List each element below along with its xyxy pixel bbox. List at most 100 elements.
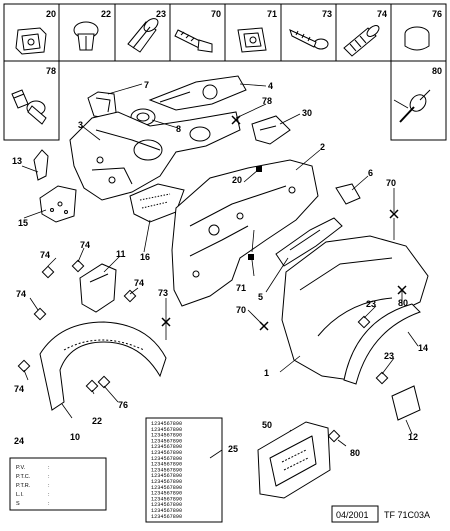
part-5-stiffener: [275, 217, 343, 267]
part-30-support: [251, 115, 291, 145]
callout-78: 78: [262, 96, 272, 106]
fastener-row: 20 22 23 70 71 73 74 76: [3, 3, 447, 62]
paint-label-key-li: L.I.: [16, 492, 24, 498]
part-16-seal-pad: [129, 183, 185, 223]
number-plate-row: 1234567890: [151, 467, 182, 473]
number-plate-row: 1234567890: [151, 462, 182, 468]
fastener-74-label: 74: [377, 9, 387, 19]
fastener-73-label: 73: [322, 9, 332, 19]
number-plate-row: 1234567890: [151, 444, 182, 450]
clip-icon: [15, 27, 47, 55]
fastener-23-label: 23: [156, 9, 166, 19]
callout-4: 4: [268, 81, 273, 91]
leader-lines: [21, 83, 419, 459]
push-rivet-icon: [73, 21, 99, 51]
callout-30: 30: [302, 108, 312, 118]
paint-label-rows: P.V. : P.T.C. : P.T.R. : L.I. : S :: [16, 465, 50, 507]
fastener-20-label: 20: [46, 9, 56, 19]
callout-80-main: 80: [398, 298, 408, 308]
number-plate-row: 1234567890: [151, 485, 182, 491]
callout-73: 73: [158, 288, 168, 298]
paint-label-key-s: S: [16, 501, 20, 507]
number-plate-row: 1234567890: [151, 450, 182, 456]
paint-label-val-ptc: :: [48, 474, 50, 480]
ribbed-plug-icon: [343, 25, 380, 57]
part-12-sill-trim: [391, 385, 421, 421]
callout-1: 1: [264, 368, 269, 378]
callout-11: 11: [116, 249, 126, 259]
number-plate-row: 1234567890: [151, 491, 182, 497]
callout-80-plate: 80: [350, 448, 360, 458]
expanding-rivet-icon: [127, 18, 159, 53]
number-plate-rows: 1234567890123456789012345678901234567890…: [151, 421, 182, 520]
fastener-markers: [17, 166, 389, 443]
fastener-80-box: 80: [390, 60, 447, 141]
fastener-78-label: 78: [46, 66, 56, 76]
callout-50: 50: [262, 420, 272, 430]
cap-plug-icon: [404, 26, 430, 51]
number-plate-row: 1234567890: [151, 456, 182, 462]
callout-25: 25: [228, 444, 238, 454]
fastener-78-box: 78: [3, 60, 60, 141]
clip-nut-icon: [237, 27, 267, 53]
callouts: 7 4 78 30 3 8 2 13 6 20 70 15 16 74 11 7…: [12, 80, 428, 458]
part-15-panel: [39, 185, 77, 223]
callout-74-d: 74: [16, 289, 26, 299]
fastener-80-label: 80: [432, 66, 442, 76]
callout-10: 10: [70, 432, 80, 442]
callout-76: 76: [118, 400, 128, 410]
callout-24: 24: [14, 436, 24, 446]
paint-label-val-li: :: [48, 492, 50, 498]
callout-71: 71: [236, 283, 246, 293]
footer: 04/2001 TF 71C03A: [331, 505, 430, 523]
number-plate-row: 1234567890: [151, 438, 182, 444]
part-25-number-plate: 1234567890123456789012345678901234567890…: [145, 417, 223, 523]
fastener-76-label: 76: [432, 9, 442, 19]
number-plate-row: 1234567890: [151, 433, 182, 439]
fastener-22-label: 22: [101, 9, 111, 19]
callout-74-c: 74: [134, 278, 144, 288]
fastener-71-label: 71: [267, 9, 277, 19]
callout-14: 14: [418, 343, 428, 353]
footer-date: 04/2001: [336, 510, 369, 520]
part-3-wheelhouse-assembly: [69, 111, 241, 201]
paint-label-val-pv: :: [48, 465, 50, 471]
paint-label-key-ptr: P.T.R.: [16, 483, 31, 489]
callout-8: 8: [176, 124, 181, 134]
part-13-bracket: [33, 149, 49, 181]
callout-15: 15: [18, 218, 28, 228]
paint-label-key-ptc: P.T.C.: [16, 474, 31, 480]
part-14-wheel-arch-trim: [343, 303, 421, 385]
number-plate-row: 1234567890: [151, 479, 182, 485]
callout-3: 3: [78, 120, 83, 130]
callout-22: 22: [92, 416, 102, 426]
callout-7: 7: [144, 80, 149, 90]
callout-13: 13: [12, 156, 22, 166]
number-plate-row: 1234567890: [151, 473, 182, 479]
callout-74-b: 74: [40, 250, 50, 260]
callout-16: 16: [140, 252, 150, 262]
bolt-washer-icon: [11, 89, 47, 125]
part-11-bracket: [79, 263, 117, 313]
part-2-inner-wing-panel: [171, 159, 319, 307]
number-plate-row: 1234567890: [151, 514, 182, 520]
callout-12: 12: [408, 432, 418, 442]
footer-ref: TF 71C03A: [384, 510, 430, 520]
number-plate-row: 1234567890: [151, 421, 182, 427]
part-10-wheel-arch-liner: [39, 321, 167, 411]
fastener-70-label: 70: [211, 9, 221, 19]
callout-74-e: 74: [14, 384, 24, 394]
number-plate-row: 1234567890: [151, 427, 182, 433]
callout-23-a: 23: [366, 299, 376, 309]
number-plate-row: 1234567890: [151, 496, 182, 502]
self-tapping-screw-icon: [289, 29, 329, 50]
part-6-bracket: [335, 183, 361, 205]
part-50-plate: [257, 421, 331, 499]
callout-6: 6: [368, 168, 373, 178]
number-plate-row: 1234567890: [151, 502, 182, 508]
number-plate-row: 1234567890: [151, 508, 182, 514]
part-4-upper-bracket: [148, 75, 247, 111]
part-24-paint-label: P.V. : P.T.C. : P.T.R. : L.I. : S :: [9, 457, 107, 511]
callout-70-bottom: 70: [236, 305, 246, 315]
